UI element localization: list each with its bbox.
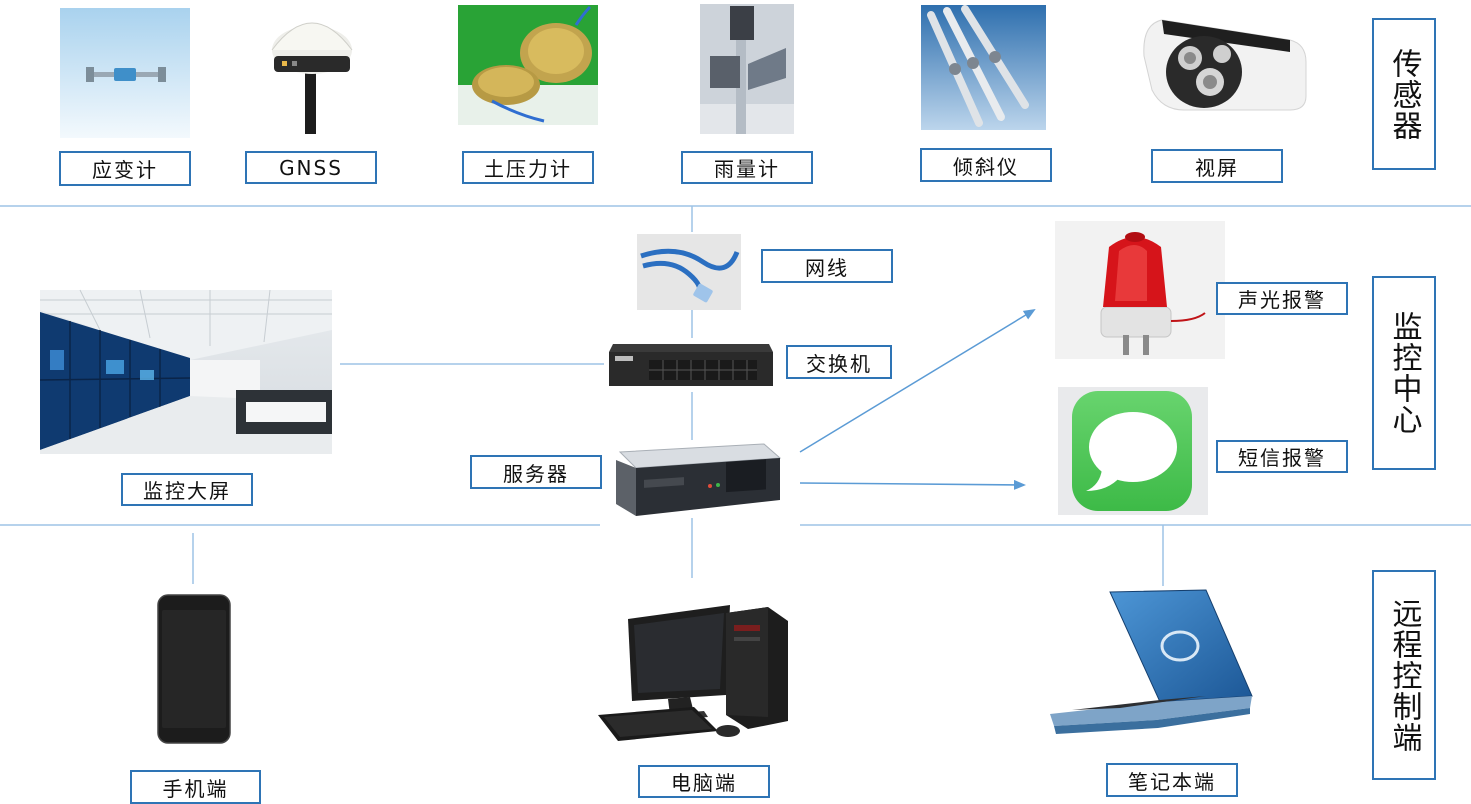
phone-client-label: 手机端 <box>130 770 261 804</box>
monitoring-room-image <box>39 289 332 454</box>
arrow-server-sound-alarm <box>799 308 1036 453</box>
sms-alarm-label: 短信报警 <box>1216 440 1348 473</box>
message-bubble-icon <box>1058 387 1208 515</box>
laptop-image <box>1050 589 1253 734</box>
laptop-client-label: 笔记本端 <box>1106 763 1238 797</box>
network-cable-label: 网线 <box>761 249 893 283</box>
desktop-computer-image <box>598 605 788 741</box>
server-image <box>616 443 782 516</box>
monitoring-screen-label: 监控大屏 <box>121 473 253 506</box>
video-camera-image <box>1143 19 1307 111</box>
network-cable-image <box>637 234 741 310</box>
strain-gauge-label: 应变计 <box>59 151 191 186</box>
desktop-client-label: 电脑端 <box>638 765 770 798</box>
arrow-server-sms-alarm <box>799 479 1026 490</box>
strain-gauge-image <box>60 8 190 138</box>
inclinometer-image <box>921 5 1046 130</box>
gnss-label: GNSS <box>245 151 377 184</box>
rain-gauge-image <box>700 4 794 134</box>
gnss-receiver-image <box>271 22 353 134</box>
sound-light-alarm-image <box>1055 221 1225 359</box>
server-label: 服务器 <box>470 455 602 489</box>
video-camera-label: 视屏 <box>1151 149 1283 183</box>
inclinometer-label: 倾斜仪 <box>920 148 1052 182</box>
monitoring-center-section-title: 监控中心 <box>1372 276 1436 470</box>
rain-gauge-label: 雨量计 <box>681 151 813 184</box>
network-switch-image <box>609 344 773 386</box>
sound-light-alarm-label: 声光报警 <box>1216 282 1348 315</box>
switch-label: 交换机 <box>786 345 892 379</box>
earth-pressure-cell-image <box>458 5 598 125</box>
sensors-section-title: 传感器 <box>1372 18 1436 170</box>
mobile-phone-icon <box>157 594 231 744</box>
earth-pressure-gauge-label: 土压力计 <box>462 151 594 184</box>
remote-control-section-title: 远程控制端 <box>1372 570 1436 780</box>
